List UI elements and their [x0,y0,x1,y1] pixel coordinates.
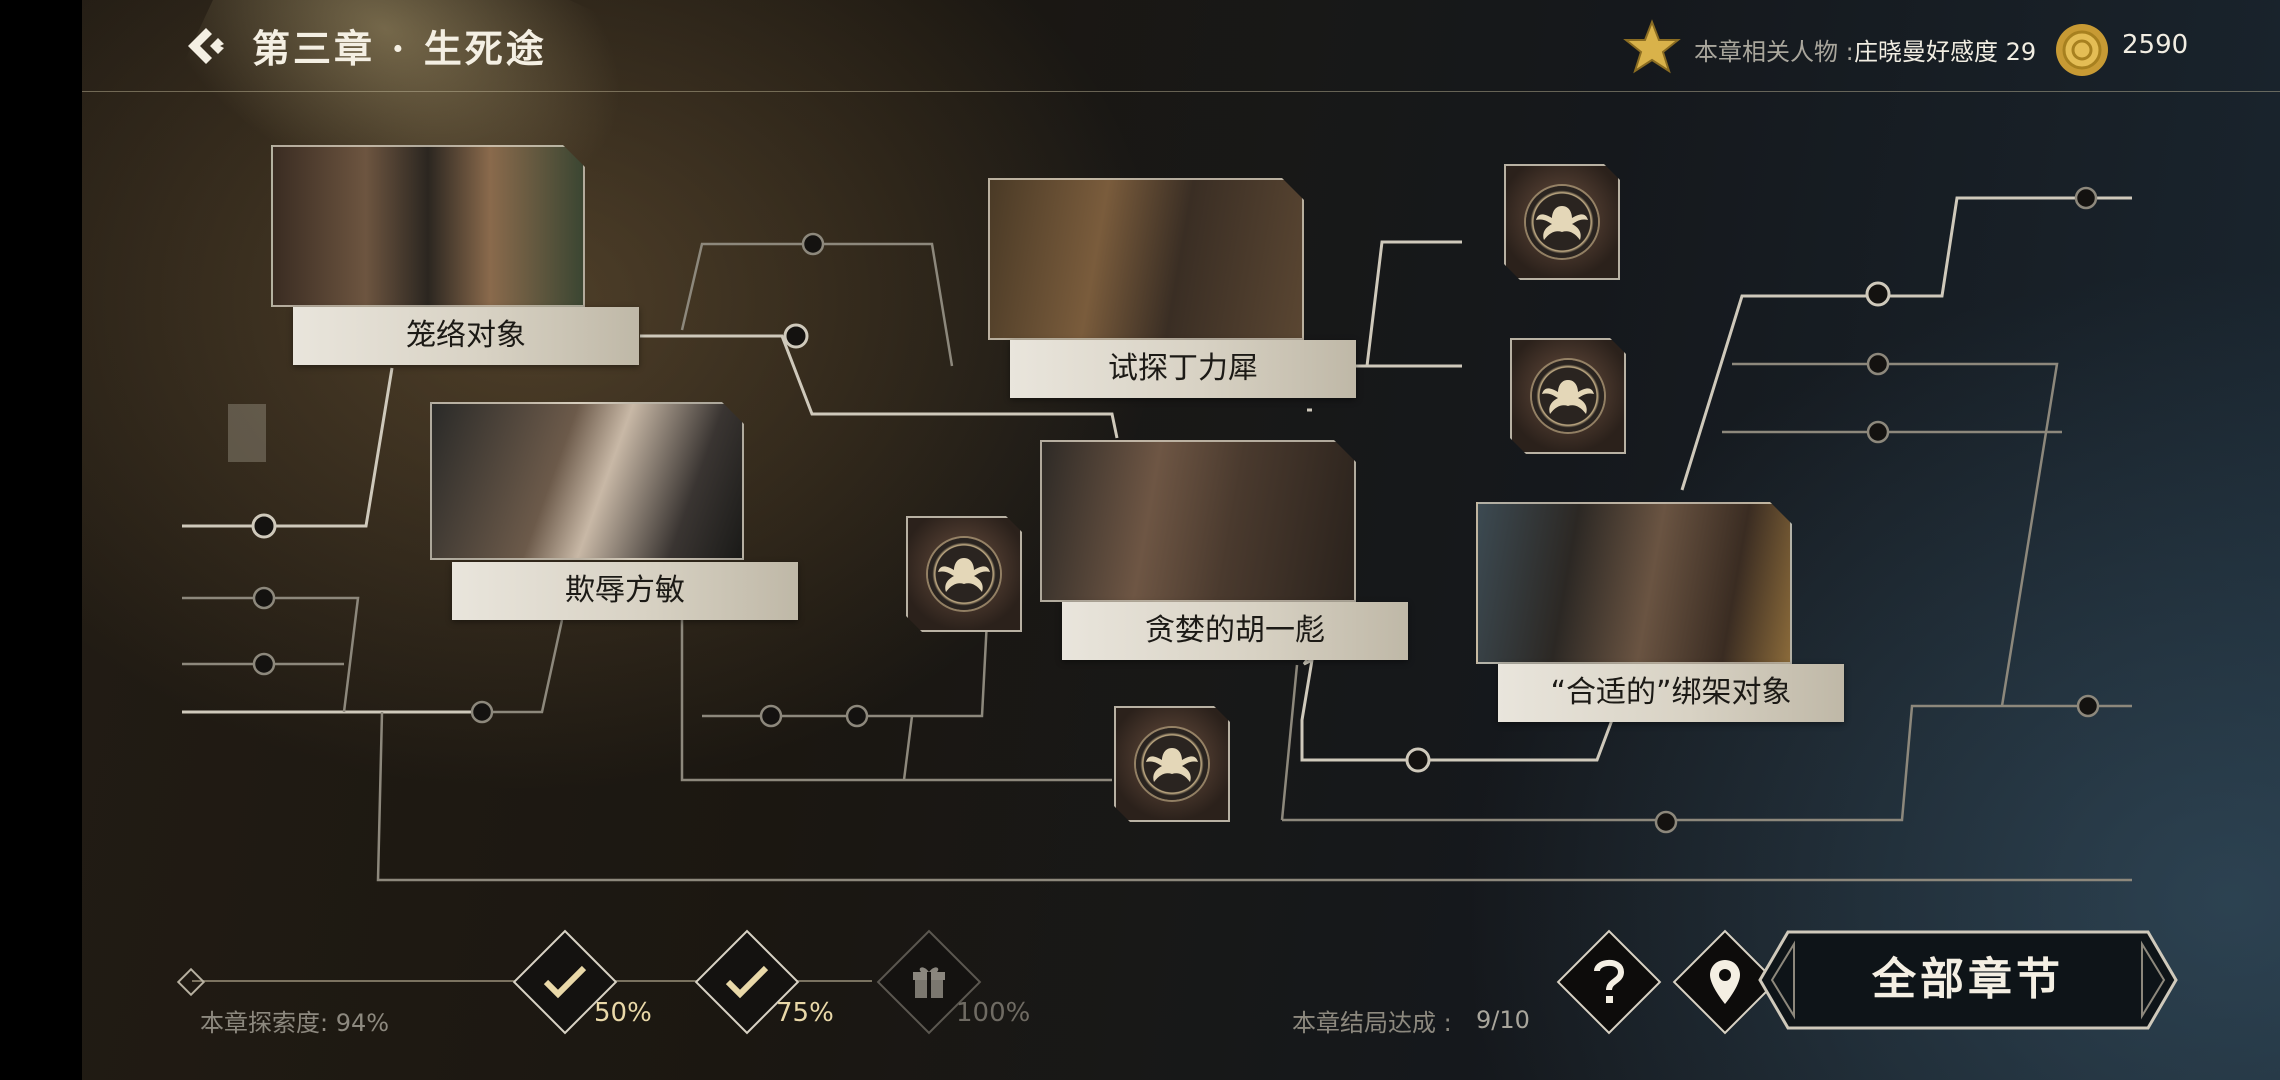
all-chapters-label: 全部章节 [1872,954,2064,1005]
node-label: “合适的”绑架对象 [1498,664,1844,722]
gift-icon [913,967,945,998]
exploration-label: 本章探索度: 94% [200,1009,390,1037]
side-tab[interactable] [228,404,266,462]
milestone-100-label: 100% [956,998,1031,1028]
story-photo [430,402,744,560]
map-button[interactable] [1672,929,1778,1035]
all-chapters-frame [1758,930,2178,1030]
back-arrow-icon [188,28,224,64]
help-button[interactable] [1556,929,1662,1035]
story-photo [988,178,1304,340]
story-photo [271,145,585,307]
locked-story-node[interactable] [1510,338,1626,454]
check-icon [725,965,769,999]
related-characters-label: 本章相关人物 : [1694,38,1854,66]
all-chapters-button[interactable]: 全部章节 [1758,930,2178,1030]
milestone-75-button[interactable] [694,929,800,1035]
story-photo [1476,502,1792,664]
node-label: 贪婪的胡一彪 [1062,602,1408,660]
check-icon [543,965,587,999]
header-divider [82,91,2280,92]
back-button[interactable] [182,22,230,70]
node-label: 笼络对象 [293,307,639,365]
exploration-value: 94% [335,1009,390,1037]
question-mark-icon [1594,959,1625,1003]
endings-label: 本章结局达成 : [1292,1009,1452,1037]
milestone-100-button[interactable] [876,929,982,1035]
coin-count: 2590 [2122,30,2189,60]
node-label: 试探丁力犀 [1010,340,1356,398]
affection-value: 庄晓曼好感度 29 [1854,38,2037,66]
locked-story-node[interactable] [1114,706,1230,822]
chapter-title: 第三章 · 生死途 [252,26,547,71]
milestone-75-label: 75% [776,998,834,1028]
milestone-50-button[interactable] [512,929,618,1035]
endings-value: 9/10 [1476,1006,1530,1034]
story-map-screen: 第三章 · 生死途 本章相关人物 : 庄晓曼好感度 29 2590 笼络对象 欺… [82,0,2280,1080]
node-label: 欺辱方敏 [452,562,798,620]
header [82,0,2280,92]
story-photo [1040,440,1356,602]
locked-story-node[interactable] [906,516,1022,632]
star-icon [1623,19,1681,74]
locked-story-node[interactable] [1504,164,1620,280]
coin-icon [2056,24,2108,76]
location-pin-icon [1710,960,1740,1004]
milestone-50-label: 50% [594,998,652,1028]
